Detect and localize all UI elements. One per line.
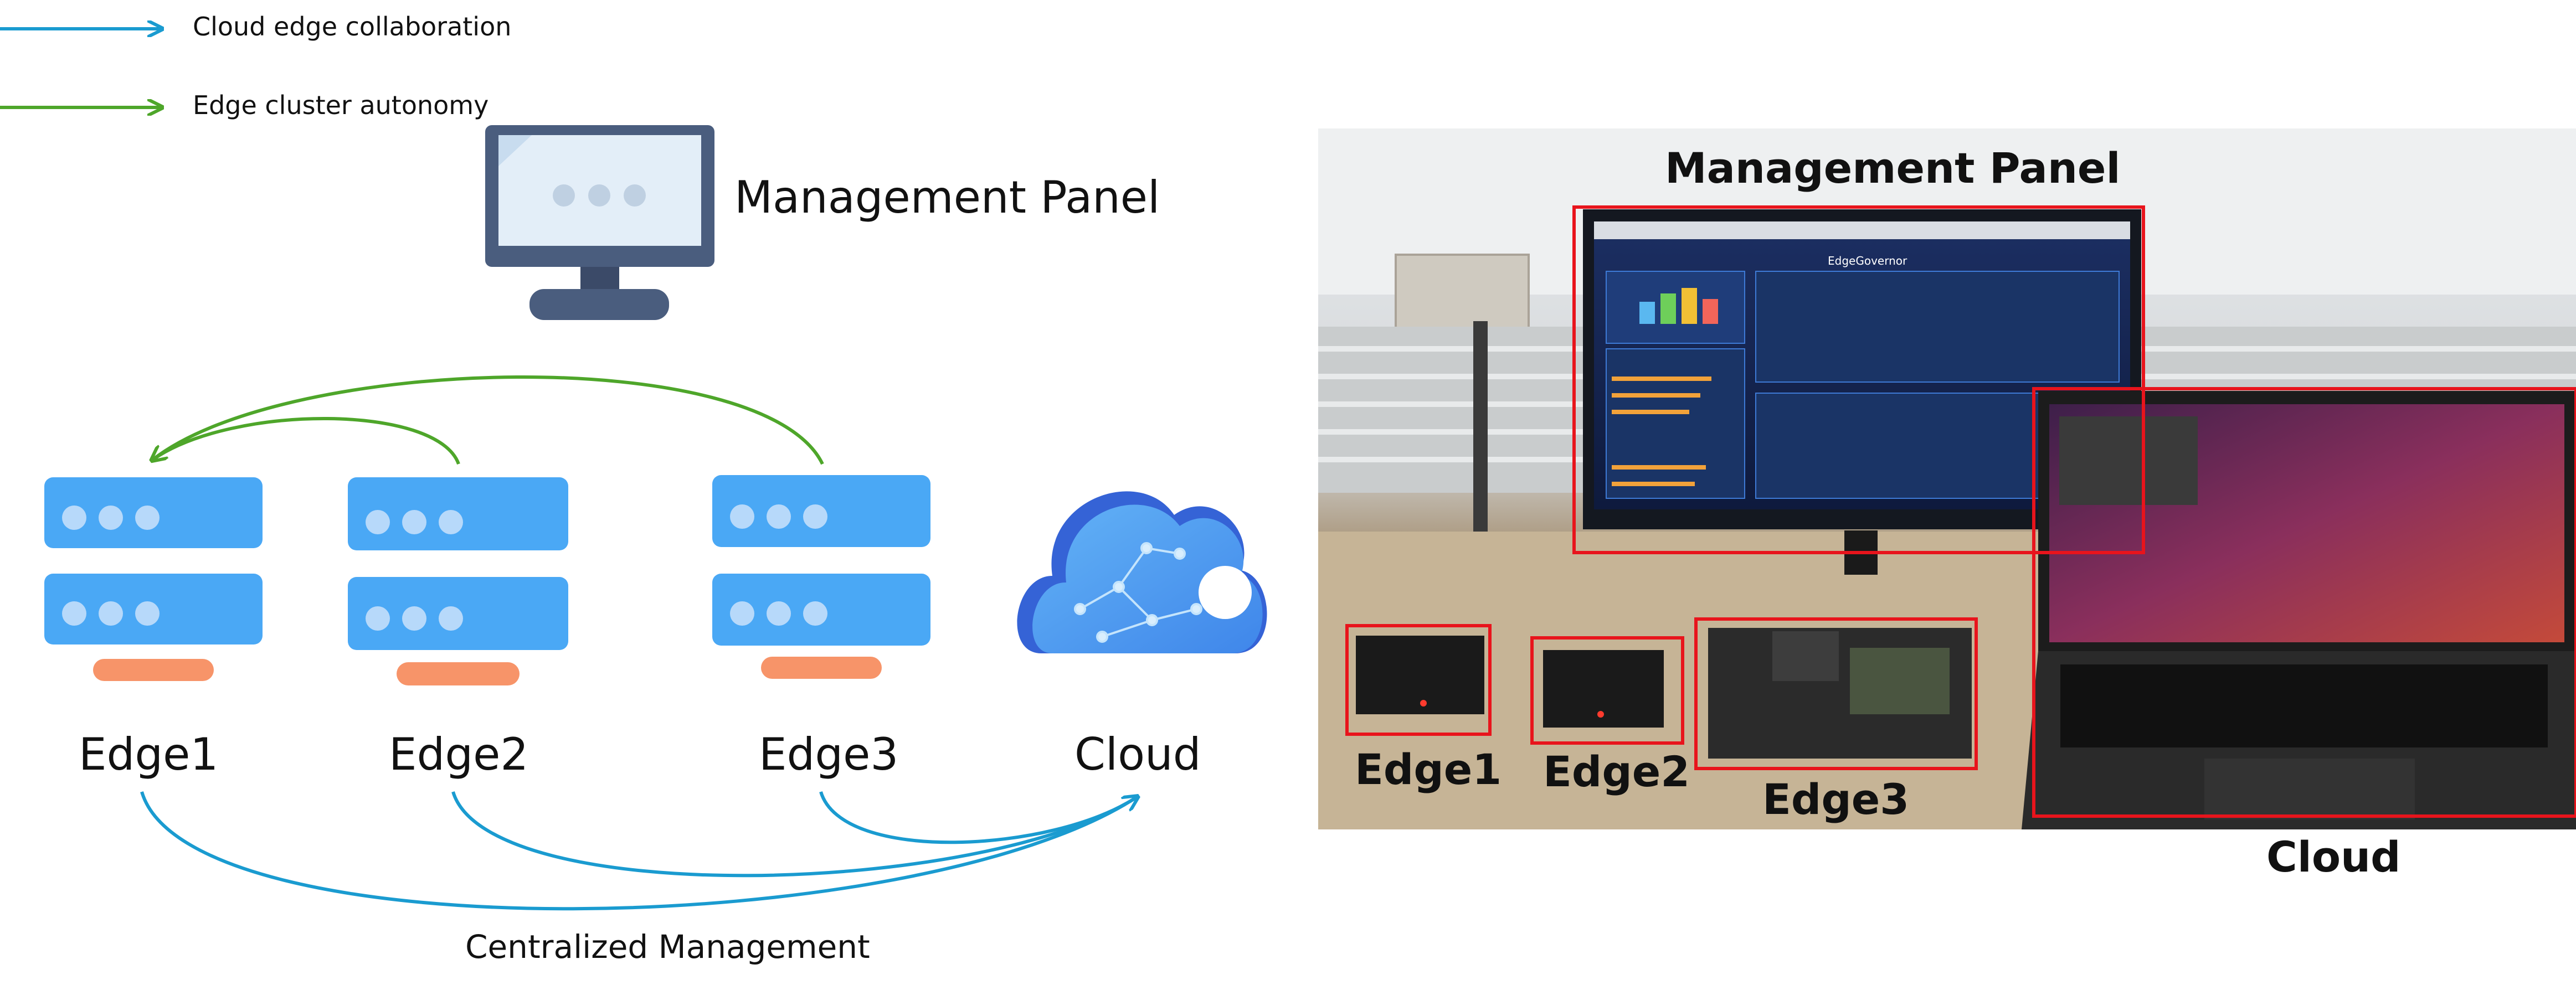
edge3-label: Edge3 [759, 729, 898, 780]
photo-box-edge3 [1694, 617, 1978, 770]
photo-label-cloud: Cloud [2266, 832, 2401, 881]
server-icon-edge1 [44, 477, 263, 681]
edge2-label: Edge2 [389, 729, 528, 780]
photo-label-management-panel: Management Panel [1665, 143, 2121, 193]
edge1-label: Edge1 [79, 729, 218, 780]
photo-label-edge3: Edge3 [1762, 775, 1909, 824]
collab-arrow-edge1-cloud [140, 791, 1137, 911]
legend-label-cloud-edge: Cloud edge collaboration [193, 12, 511, 42]
server-icon-edge3 [712, 475, 930, 679]
photo-box-cloud [2032, 387, 2576, 818]
legend: Cloud edge collaboration Edge cluster au… [0, 12, 511, 120]
photo-label-edge2: Edge2 [1543, 747, 1690, 796]
legend-label-edge-autonomy: Edge cluster autonomy [193, 90, 489, 120]
collab-arrow-edge2-cloud [451, 791, 1138, 878]
management-panel-label: Management Panel [734, 172, 1160, 223]
autonomy-arrow-edge3-edge1 [153, 375, 824, 465]
photo-box-edge1 [1345, 624, 1492, 736]
photo-box-edge2 [1530, 636, 1684, 745]
cloud-label: Cloud [1074, 729, 1201, 780]
monitor-app-title: EdgeGovernor [1828, 254, 1907, 267]
photo-box-management [1572, 205, 2145, 554]
server-icon-edge2 [348, 477, 568, 685]
photo-label-edge1: Edge1 [1355, 745, 1502, 794]
cloud-icon [1017, 491, 1267, 653]
autonomy-arrow-edge2-edge1 [152, 417, 460, 465]
testbed-photo: EdgeGovernor [1318, 128, 2576, 829]
monitor-icon [485, 125, 714, 320]
centralized-management-label: Centralized Management [465, 928, 870, 966]
collab-arrow-edge3-cloud [819, 791, 1138, 844]
